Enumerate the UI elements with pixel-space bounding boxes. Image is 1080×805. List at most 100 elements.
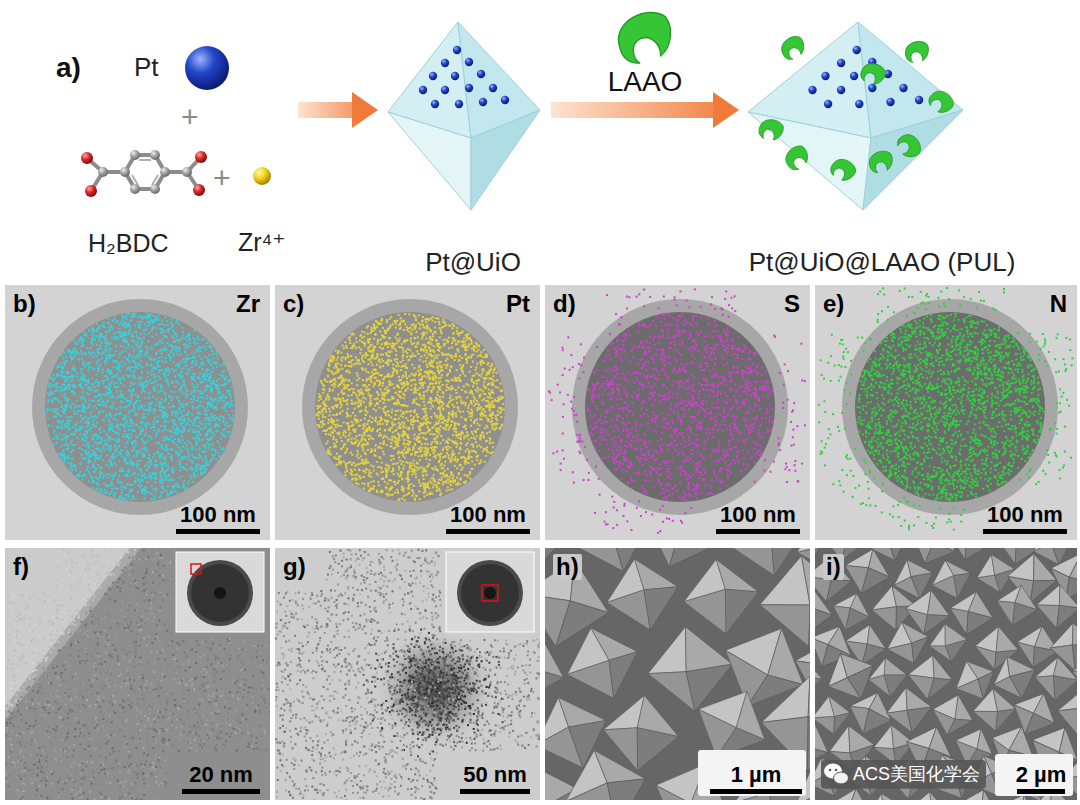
illustration-rect	[204, 423, 206, 425]
illustration-rect	[177, 446, 179, 448]
illustration-rect	[78, 447, 80, 449]
illustration-rect	[140, 360, 142, 362]
illustration-rect	[85, 384, 87, 386]
illustration-rect	[92, 487, 94, 489]
illustration-rect	[123, 397, 125, 399]
illustration-circle	[45, 312, 235, 502]
illustration-rect	[120, 453, 122, 455]
illustration-rect	[146, 469, 148, 471]
illustration-rect	[139, 450, 141, 452]
illustration-rect	[207, 357, 209, 359]
illustration-rect	[204, 413, 206, 415]
illustration-rect	[60, 402, 62, 404]
illustration-rect	[64, 388, 66, 390]
illustration-rect	[182, 334, 184, 336]
illustration-rect	[140, 432, 142, 434]
illustration-rect	[134, 366, 136, 368]
illustration-rect	[188, 411, 190, 413]
illustration-circle	[453, 46, 461, 54]
illustration-rect	[59, 366, 61, 368]
illustration-rect	[99, 467, 101, 469]
illustration-rect	[71, 416, 73, 418]
illustration-rect	[70, 442, 72, 444]
illustration-rect	[133, 448, 135, 450]
illustration-rect	[72, 433, 74, 435]
illustration-rect	[194, 395, 196, 397]
illustration-rect	[136, 331, 138, 333]
illustration-rect	[146, 376, 148, 378]
illustration-rect	[165, 393, 167, 395]
illustration-rect	[199, 450, 201, 452]
illustration-rect	[135, 357, 137, 359]
illustration-rect	[127, 366, 129, 368]
illustration-rect	[201, 465, 203, 467]
illustration-rect	[86, 453, 88, 455]
illustration-line	[139, 159, 151, 161]
illustration-rect	[195, 363, 197, 365]
illustration-rect	[155, 333, 157, 335]
illustration-rect	[177, 347, 179, 349]
illustration-rect	[119, 481, 121, 483]
illustration-rect	[128, 410, 130, 412]
illustration-rect	[128, 331, 130, 333]
illustration-rect	[168, 453, 170, 455]
illustration-rect	[52, 380, 54, 382]
illustration-rect	[115, 464, 117, 466]
illustration-rect	[107, 354, 109, 356]
illustration-rect	[204, 355, 206, 357]
illustration-rect	[125, 487, 127, 489]
illustration-rect	[80, 350, 82, 352]
illustration-rect	[100, 398, 102, 400]
illustration-rect	[110, 460, 112, 462]
illustration-rect	[161, 338, 163, 340]
illustration-rect	[111, 380, 113, 382]
illustration-rect	[193, 474, 195, 476]
illustration-rect	[147, 348, 149, 350]
illustration-rect	[134, 341, 136, 343]
illustration-rect	[178, 389, 180, 391]
illustration-rect	[97, 442, 99, 444]
illustration-rect	[206, 395, 208, 397]
illustration-rect	[88, 367, 90, 369]
illustration-rect	[218, 388, 220, 390]
illustration-rect	[217, 393, 219, 395]
illustration-rect	[176, 492, 178, 494]
illustration-rect	[108, 429, 110, 431]
illustration-rect	[160, 323, 162, 325]
illustration-rect	[199, 350, 201, 352]
illustration-rect	[171, 324, 173, 326]
illustration-rect	[144, 477, 146, 479]
illustration-rect	[179, 365, 181, 367]
illustration-rect	[197, 336, 199, 338]
illustration-rect	[84, 439, 86, 441]
illustration-rect	[216, 403, 218, 405]
illustration-rect	[198, 396, 200, 398]
illustration-rect	[106, 370, 108, 372]
illustration-rect	[124, 350, 126, 352]
illustration-rect	[122, 316, 124, 318]
illustration-rect	[198, 376, 200, 378]
illustration-rect	[177, 382, 179, 384]
illustration-rect	[88, 330, 90, 332]
illustration-rect	[185, 414, 187, 416]
illustration-rect	[89, 366, 91, 368]
illustration-rect	[132, 371, 134, 373]
illustration-rect	[191, 454, 193, 456]
illustration-rect	[88, 379, 90, 381]
illustration-rect	[183, 442, 185, 444]
illustration-rect	[214, 425, 216, 427]
illustration-rect	[183, 409, 185, 411]
illustration-rect	[186, 463, 188, 465]
illustration-rect	[163, 406, 165, 408]
illustration-rect	[215, 417, 217, 419]
illustration-rect	[110, 484, 112, 486]
illustration-rect	[201, 423, 203, 425]
illustration-rect	[70, 469, 72, 471]
illustration-rect	[130, 402, 132, 404]
illustration-rect	[145, 351, 147, 353]
illustration-rect	[152, 472, 154, 474]
illustration-rect	[181, 371, 183, 373]
illustration-rect	[66, 416, 68, 418]
illustration-rect	[97, 464, 99, 466]
illustration-rect	[86, 452, 88, 454]
